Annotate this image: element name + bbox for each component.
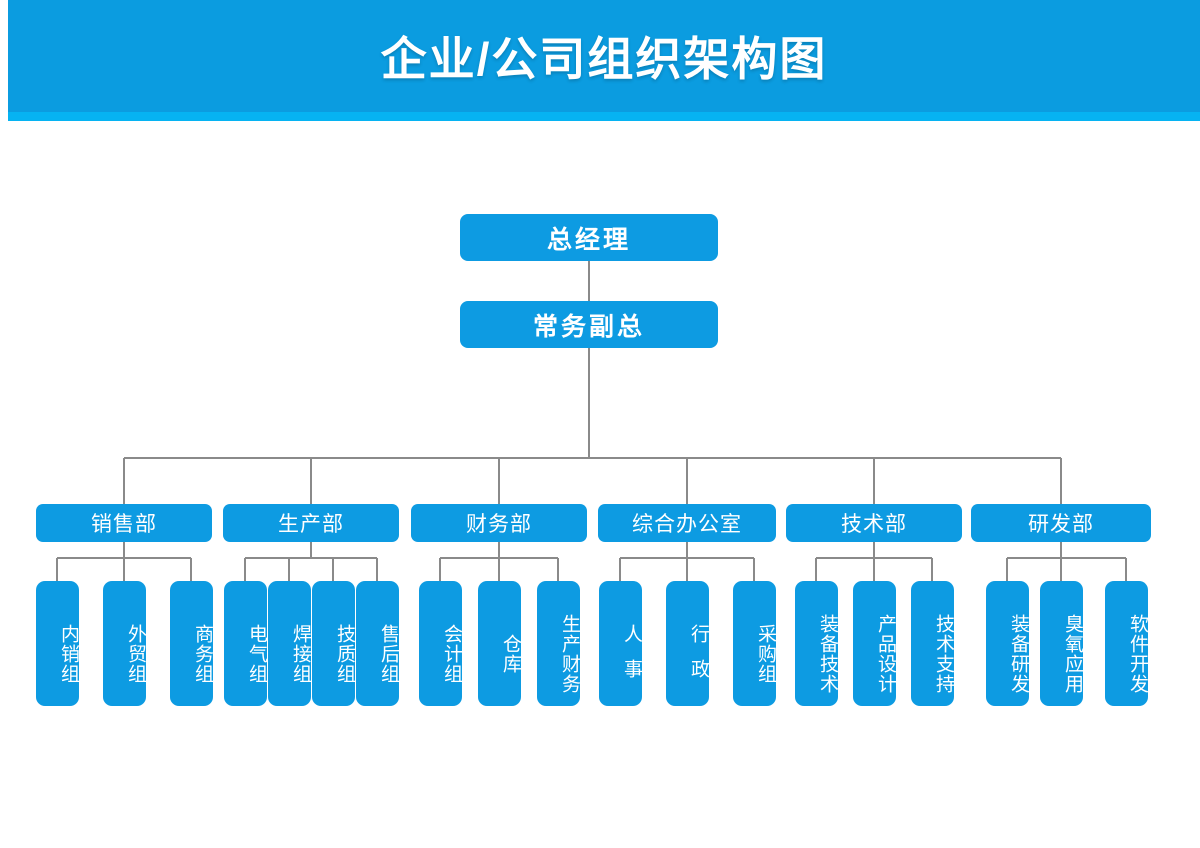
node-team-accounting[interactable]: 会计组 <box>419 581 462 706</box>
node-team-production-finance[interactable]: 生产财务 <box>537 581 580 706</box>
node-department-finance[interactable]: 财务部 <box>411 504 587 542</box>
banner-accent-strip <box>8 112 1200 121</box>
node-team-warehouse[interactable]: 仓库 <box>478 581 521 706</box>
node-general-manager[interactable]: 总经理 <box>460 214 718 261</box>
node-department-production[interactable]: 生产部 <box>223 504 399 542</box>
node-team-technical-support[interactable]: 技术支持 <box>911 581 954 706</box>
node-team-human-resources[interactable]: 人事 <box>599 581 642 706</box>
node-team-domestic-sales[interactable]: 内销组 <box>36 581 79 706</box>
node-team-product-design[interactable]: 产品设计 <box>853 581 896 706</box>
node-team-equipment-rnd[interactable]: 装备研发 <box>986 581 1029 706</box>
node-team-technical-quality[interactable]: 技质组 <box>312 581 355 706</box>
chart-canvas: 总经理 常务副总 销售部 生产部 财务部 综合办公室 技术部 研发部 内销组 外… <box>0 121 1200 848</box>
node-team-equipment-technology[interactable]: 装备技术 <box>795 581 838 706</box>
node-team-business-affairs[interactable]: 商务组 <box>170 581 213 706</box>
node-department-sales[interactable]: 销售部 <box>36 504 212 542</box>
node-team-electrical[interactable]: 电气组 <box>224 581 267 706</box>
node-department-rnd[interactable]: 研发部 <box>971 504 1151 542</box>
title-banner: 企业/公司组织架构图 <box>8 0 1200 112</box>
node-team-administration[interactable]: 行政 <box>666 581 709 706</box>
node-team-foreign-trade[interactable]: 外贸组 <box>103 581 146 706</box>
page-title: 企业/公司组织架构图 <box>380 33 828 85</box>
node-department-general-office[interactable]: 综合办公室 <box>598 504 776 542</box>
node-team-procurement[interactable]: 采购组 <box>733 581 776 706</box>
node-team-ozone-application[interactable]: 臭氧应用 <box>1040 581 1083 706</box>
node-executive-vice-president[interactable]: 常务副总 <box>460 301 718 348</box>
node-team-welding[interactable]: 焊接组 <box>268 581 311 706</box>
node-department-technology[interactable]: 技术部 <box>786 504 962 542</box>
node-team-after-sales[interactable]: 售后组 <box>356 581 399 706</box>
node-team-software-development[interactable]: 软件开发 <box>1105 581 1148 706</box>
